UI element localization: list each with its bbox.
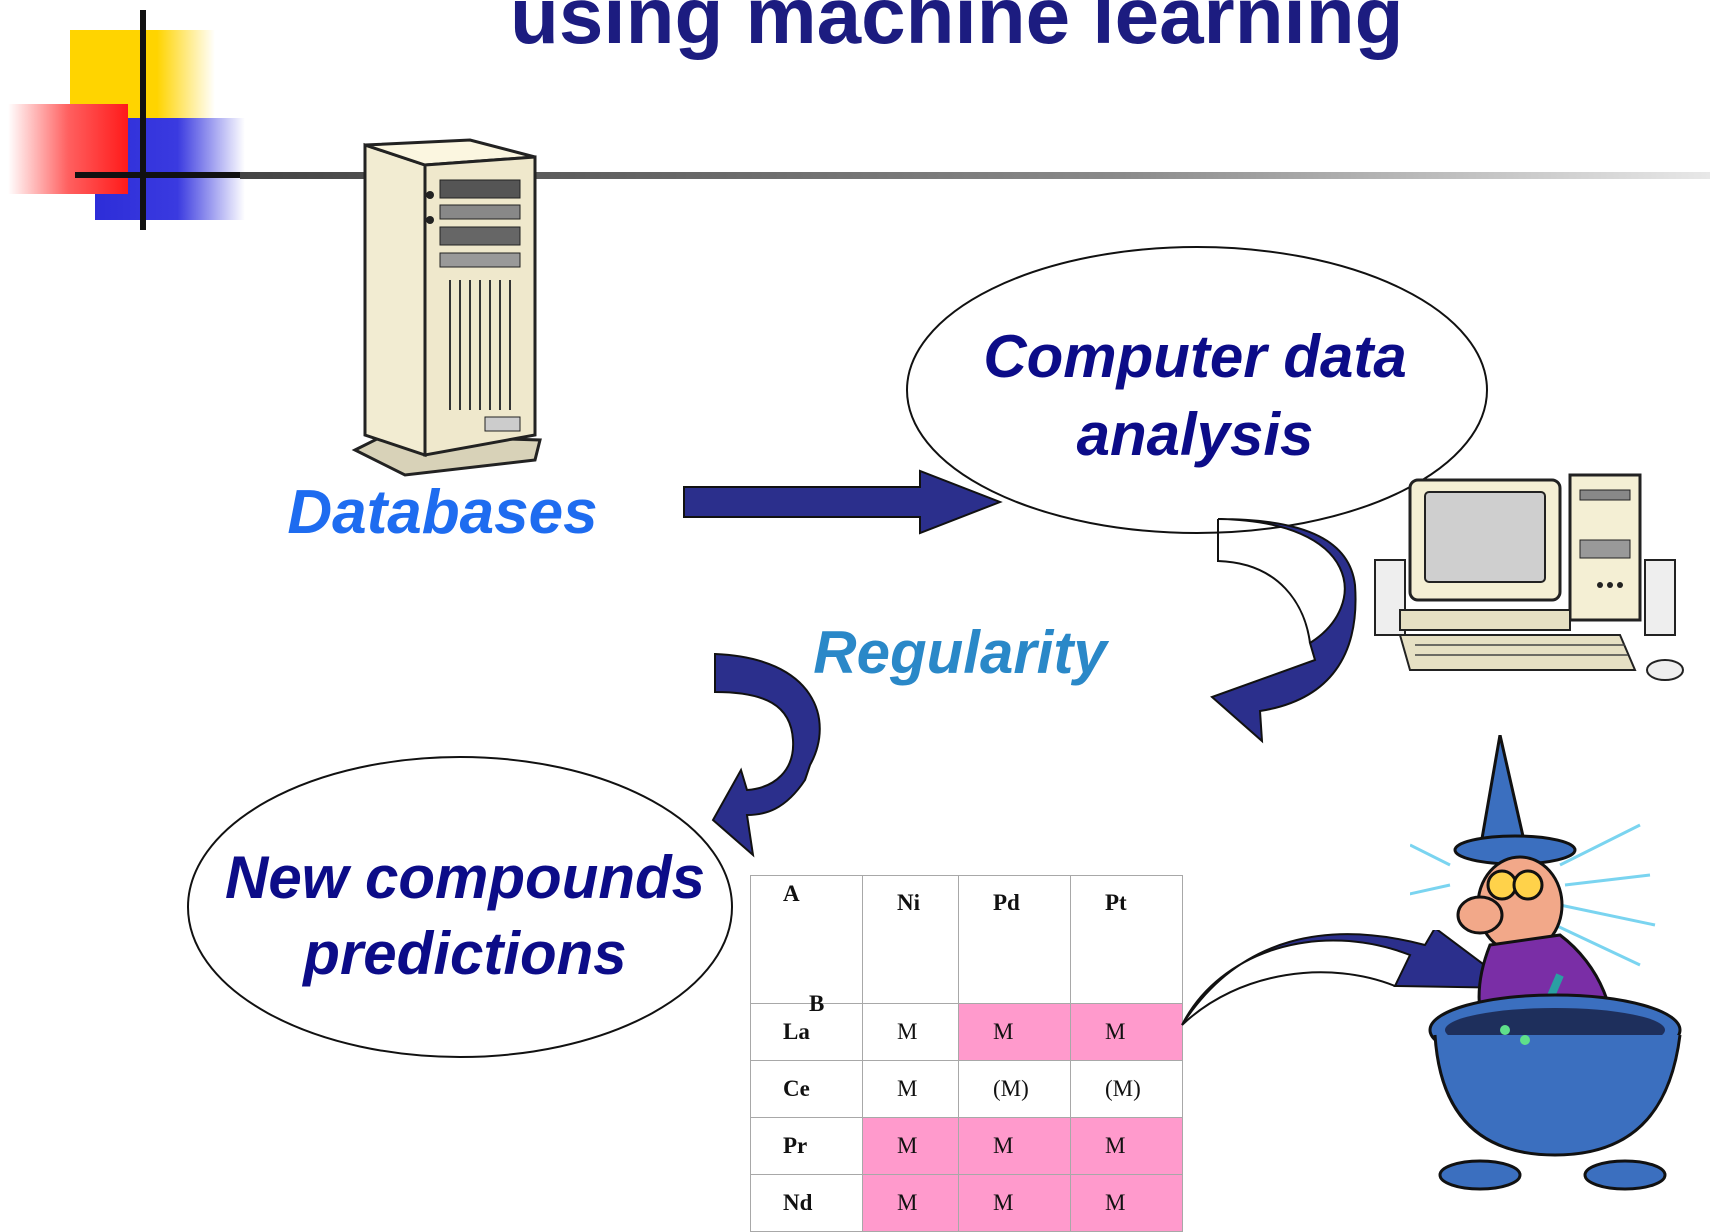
server-tower-icon (351, 138, 542, 477)
table-row: La M M M (750, 1003, 1183, 1061)
table-cell: M (862, 1117, 959, 1175)
analysis-ellipse (906, 246, 1488, 534)
row-header: Nd (750, 1174, 863, 1232)
analysis-label: Computer data analysis (930, 318, 1460, 474)
table-cell: M (1070, 1003, 1183, 1061)
column-header: Pt (1070, 875, 1183, 1004)
row-header: Pr (750, 1117, 863, 1175)
column-header: Ni (862, 875, 959, 1004)
table-header-row: A B Ni Pd Pt (750, 875, 1183, 1016)
regularity-label: Regularity (813, 619, 1107, 686)
compound-table: A B Ni Pd Pt La M M M Ce M (M) (M) Pr M … (750, 875, 1183, 1232)
databases-label: Databases (287, 478, 598, 547)
predictions-line-1: New compounds (224, 844, 706, 911)
table-cell: M (1070, 1117, 1183, 1175)
column-header: Pd (958, 875, 1071, 1004)
table-row: Pr M M M (750, 1117, 1183, 1175)
predictions-line-2: predictions (303, 920, 627, 987)
curved-arrow-down-left-2 (711, 652, 821, 858)
table-cell: M (862, 1003, 959, 1061)
table-row: Nd M M M (750, 1174, 1183, 1232)
curved-arrow-right (1181, 930, 1519, 1026)
corner-decoration (8, 10, 255, 230)
analysis-line-1: Computer data (983, 323, 1407, 390)
title-underline (240, 172, 1710, 179)
curved-arrow-down-left (1210, 518, 1357, 744)
table-cell: M (862, 1174, 959, 1232)
wizard-with-cauldron-icon (1410, 735, 1682, 1191)
predictions-ellipse (187, 756, 733, 1058)
table-cell: M (958, 1003, 1071, 1061)
corner-label-a: A (783, 881, 800, 906)
red-square (8, 104, 128, 194)
table-row: Ce M (M) (M) (750, 1060, 1183, 1118)
desktop-computer-icon (1374, 473, 1684, 681)
table-cell: M (958, 1117, 1071, 1175)
corner-label-b: B (809, 991, 825, 1016)
table-cell: M (862, 1060, 959, 1118)
table-cell: M (958, 1174, 1071, 1232)
row-header: Ce (750, 1060, 863, 1118)
table-cell: M (1070, 1174, 1183, 1232)
slide-title: using machine learning (510, 0, 1404, 60)
row-header: La (750, 1003, 863, 1061)
table-cell: (M) (1070, 1060, 1183, 1118)
analysis-line-2: analysis (1076, 401, 1314, 468)
table-cell: (M) (958, 1060, 1071, 1118)
right-arrow-icon (683, 469, 1003, 535)
predictions-label: New compounds predictions (195, 840, 735, 992)
corner-cell: A B (750, 875, 863, 1016)
